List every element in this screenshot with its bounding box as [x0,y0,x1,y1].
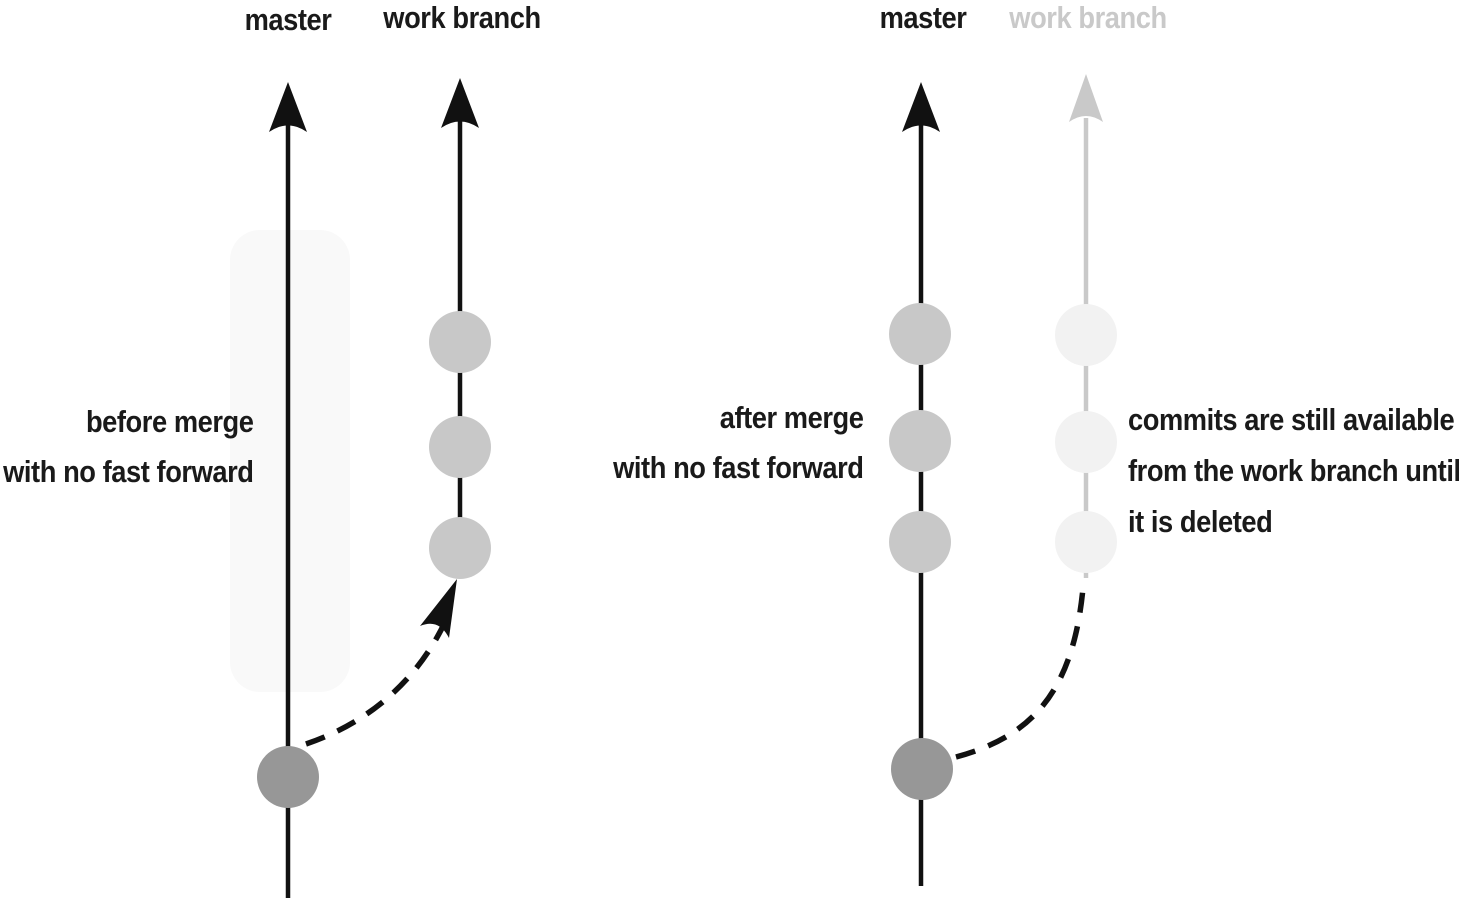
left-caption-line1: before merge [85,404,253,439]
right-work-branch-label: work branch [1009,0,1167,35]
faded-commit-node [1055,411,1117,473]
master-arrow-head-icon [269,82,307,132]
branch-off-arrow-head-icon [420,579,457,638]
left-caption: before merge with no fast forward [2,397,254,497]
commit-node [889,303,951,365]
commit-node [889,410,951,472]
left-master-label: master [244,2,332,37]
commit-node [429,416,491,478]
right-diagram [889,74,1117,886]
faded-commit-node [1055,304,1117,366]
left-caption-line2: with no fast forward [2,454,254,489]
faded-work-branch-arrow-head-icon [1069,74,1103,122]
faded-commit-node [1055,511,1117,573]
left-work-branch-label: work branch [383,0,541,35]
work-branch-arrow-head-icon [441,78,479,128]
right-annotation-line2: from the work branch until [1128,453,1459,488]
right-caption-line1: after merge [719,400,863,435]
branch-point-commit-node [257,746,319,808]
right-annotation-line1: commits are still available [1128,402,1455,437]
commit-node [429,311,491,373]
right-annotation: commits are still available from the wor… [1128,394,1459,547]
right-caption-line2: with no fast forward [612,450,864,485]
left-diagram [230,78,491,898]
branch-point-commit-node [891,738,953,800]
master-arrow-head-icon [902,82,940,132]
right-master-label: master [879,0,967,35]
branch-off-dashed-curve [955,587,1086,760]
commit-node [429,517,491,579]
commit-node [889,511,951,573]
right-caption: after merge with no fast forward [612,393,864,493]
right-annotation-line3: it is deleted [1128,504,1273,539]
